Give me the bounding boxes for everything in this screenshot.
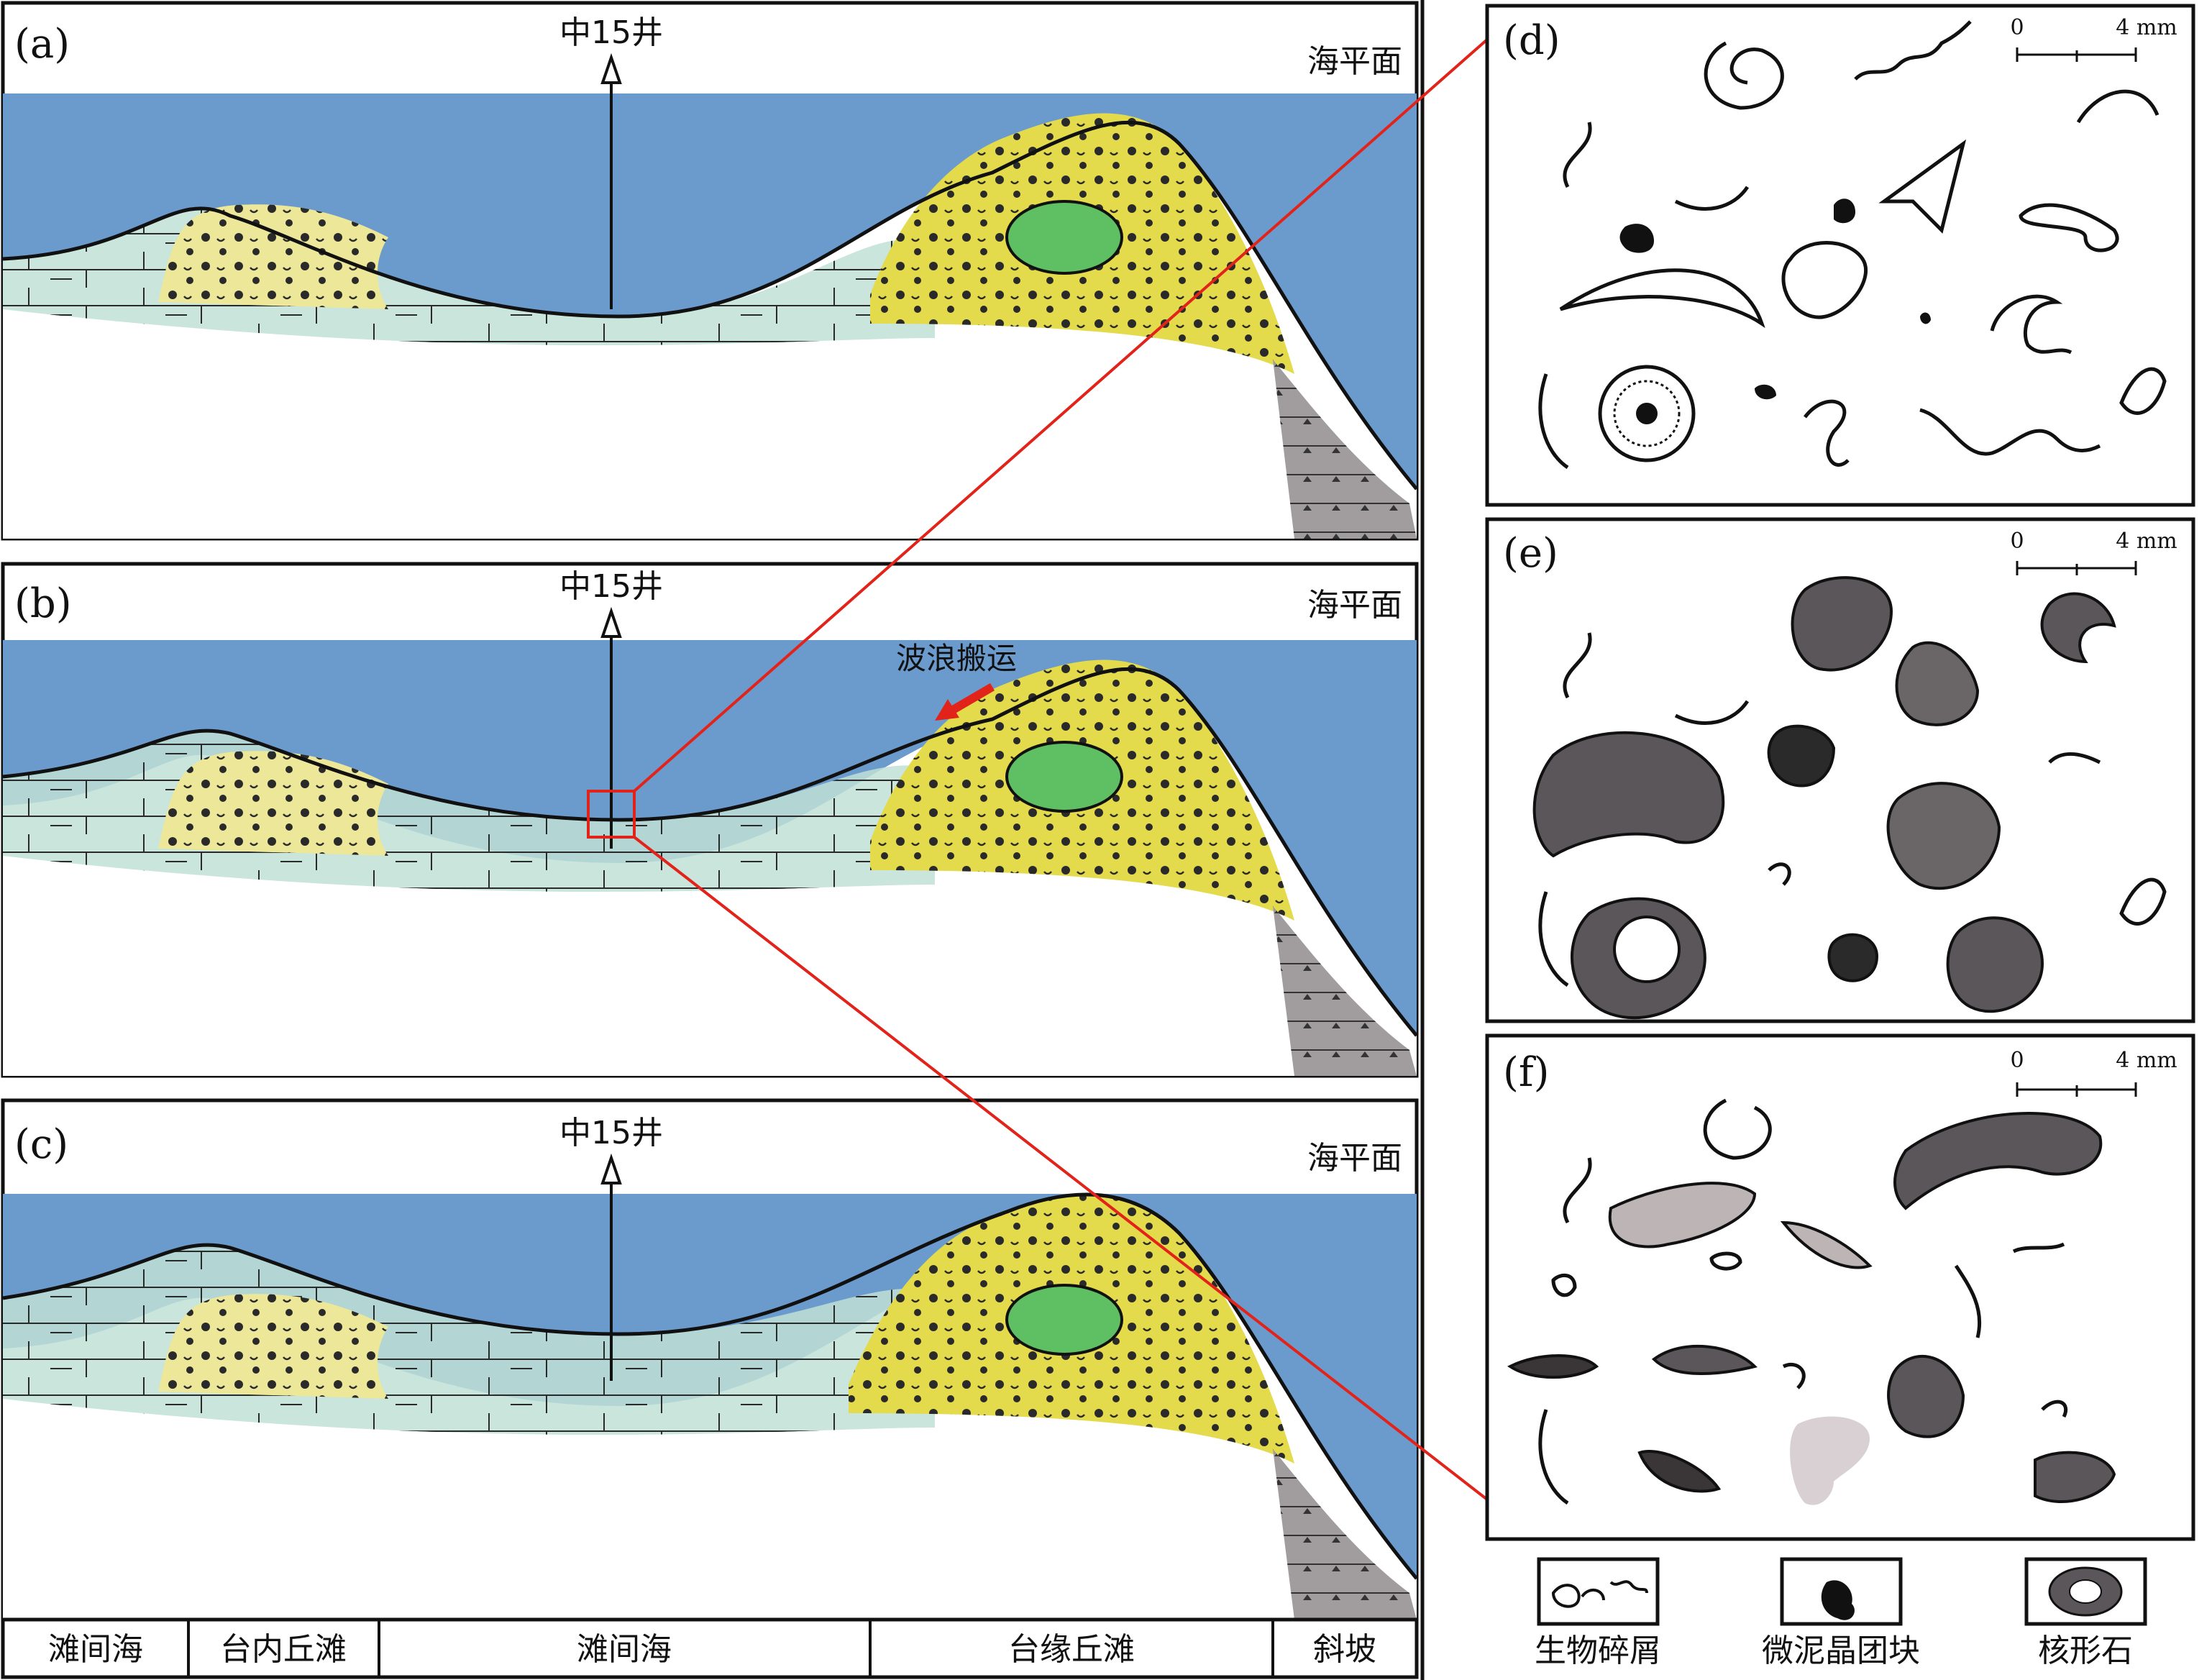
panel-f: (f) 0 4 mm	[1485, 1033, 2195, 1541]
sea-level-label: 海平面	[1307, 1140, 1402, 1177]
panel-a: 中15井 海平面 (a)	[1, 1, 1419, 541]
zone-label: 台内丘滩	[220, 1631, 347, 1668]
svg-text:4 mm: 4 mm	[2116, 529, 2177, 554]
micritic-lump-icon	[1821, 1580, 1855, 1620]
sea-level-label: 海平面	[1307, 43, 1402, 80]
panel-b: 中15井 海平面 (b) 波浪搬运	[1, 562, 1419, 1078]
sea-level-label: 海平面	[1307, 587, 1402, 624]
panel-label: (f)	[1503, 1049, 1549, 1096]
micritic-lump-icon	[1619, 198, 1931, 400]
panel-label: (b)	[14, 580, 72, 627]
legend-label: 生物碎屑	[1535, 1633, 1661, 1669]
bioclast-icon	[1538, 632, 2167, 987]
legend: 生物碎屑 微泥晶团块 核形石	[1535, 1557, 2147, 1669]
well-label: 中15井	[559, 568, 663, 605]
well-arrow-icon	[600, 1153, 622, 1184]
oncoid-icon	[1532, 576, 2116, 1020]
zone-label: 斜坡	[1313, 1631, 1376, 1668]
zone-label: 滩间海	[577, 1631, 672, 1668]
scale-bar: 0 4 mm	[2010, 529, 2177, 575]
zone-bar: 滩间海 台内丘滩 滩间海 台缘丘滩 斜坡	[1, 1617, 1419, 1679]
legend-item-bioclast: 生物碎屑	[1535, 1557, 1661, 1669]
well-label: 中15井	[559, 1115, 663, 1151]
scale-bar: 0 4 mm	[2010, 15, 2177, 62]
zone-label: 台缘丘滩	[1008, 1631, 1135, 1668]
legend-item-oncoid: 核形石	[2024, 1557, 2147, 1669]
zone-label: 滩间海	[48, 1631, 143, 1668]
legend-label: 微泥晶团块	[1762, 1633, 1920, 1669]
well-arrow-icon	[600, 52, 622, 84]
svg-text:0: 0	[2010, 529, 2024, 554]
zoom-guides	[633, 38, 1489, 1501]
svg-text:4 mm: 4 mm	[2116, 15, 2177, 40]
panel-d: (d) 0 4 mm	[1485, 4, 2195, 507]
legend-item-micritic-lump: 微泥晶团块	[1762, 1557, 1920, 1669]
svg-text:0: 0	[2010, 1048, 2024, 1073]
scale-bar: 0 4 mm	[2010, 1048, 2177, 1097]
oncoid-icon	[1598, 365, 1696, 462]
arrow-head-icon	[935, 699, 959, 721]
platform-profile	[2, 659, 1418, 1076]
zoom-box	[587, 790, 636, 839]
bioclast-icon	[1538, 1098, 2068, 1505]
bioclast-icon	[1538, 20, 2167, 470]
panel-c: 中15井 海平面 (c)	[1, 1098, 1419, 1622]
well-arrow-icon	[600, 606, 622, 638]
legend-label: 核形石	[2038, 1633, 2133, 1669]
panel-label: (a)	[14, 21, 70, 68]
platform-profile	[2, 113, 1418, 539]
well-label: 中15井	[559, 14, 663, 51]
wave-transport-arrow-icon	[946, 682, 995, 716]
svg-text:4 mm: 4 mm	[2116, 1048, 2177, 1073]
panel-label: (c)	[14, 1121, 68, 1168]
wave-transport-label: 波浪搬运	[896, 641, 1017, 676]
svg-text:0: 0	[2010, 15, 2024, 40]
oncoid-icon	[1507, 1112, 2116, 1505]
panel-e: (e) 0 4 mm	[1485, 517, 2195, 1023]
platform-profile	[2, 1192, 1418, 1620]
panel-label: (d)	[1503, 17, 1560, 64]
panel-label: (e)	[1503, 530, 1558, 577]
bioclast-icon	[1551, 1580, 1648, 1608]
